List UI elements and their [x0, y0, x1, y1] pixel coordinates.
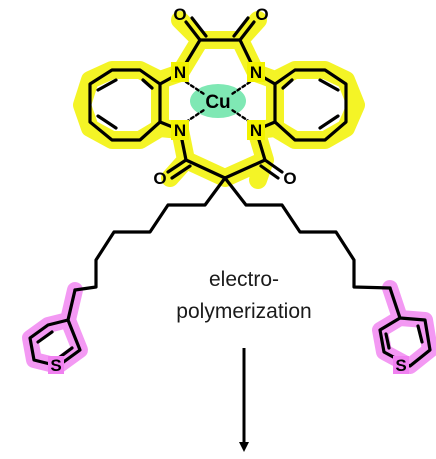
right-benzene-inner [281, 78, 340, 130]
n-top-left-bg [171, 62, 189, 82]
right-thiophene-double [384, 324, 424, 350]
cu-n-coordination [184, 80, 252, 124]
n-bottom-left-label: N [174, 121, 186, 140]
n-bottom-right-label: N [250, 121, 262, 140]
top-right-carbonyl [232, 16, 256, 42]
s-right-label: S [395, 356, 406, 375]
left-benzene-ring [88, 68, 162, 142]
top-left-carbonyl [184, 16, 208, 42]
left-thiophene-ring [28, 288, 82, 368]
atom-labels: N N N N O O O O Cu S S [48, 5, 409, 375]
right-alkyl-chain [223, 176, 392, 290]
s-left-label: S [50, 356, 61, 375]
bottom-right-carbonyl [259, 158, 284, 180]
o-top-left-label: O [173, 5, 186, 24]
caption-line-1: electro- [209, 268, 279, 291]
n-top-right-bg [247, 62, 265, 82]
n-bottom-left-bg [171, 120, 189, 140]
s-left-bg [48, 356, 64, 374]
n-bottom-right-bg [247, 120, 265, 140]
right-benzene-ring [273, 68, 348, 142]
left-benzene-inner [96, 78, 154, 130]
n-top-left-label: N [174, 63, 186, 82]
caption-line-2: polymerization [176, 300, 311, 323]
bottom-left-carbonyl [166, 158, 192, 180]
left-alkyl-chain [73, 176, 227, 292]
bonds [28, 16, 432, 368]
o-bottom-left-label: O [153, 169, 166, 188]
o-top-right-label: O [255, 5, 268, 24]
n-top-right-label: N [250, 63, 262, 82]
o-bottom-right-label: O [283, 169, 296, 188]
s-right-bg [393, 356, 409, 374]
left-thiophene-double [36, 330, 74, 359]
right-thiophene-ring [378, 286, 432, 368]
cu-label: Cu [205, 92, 230, 113]
